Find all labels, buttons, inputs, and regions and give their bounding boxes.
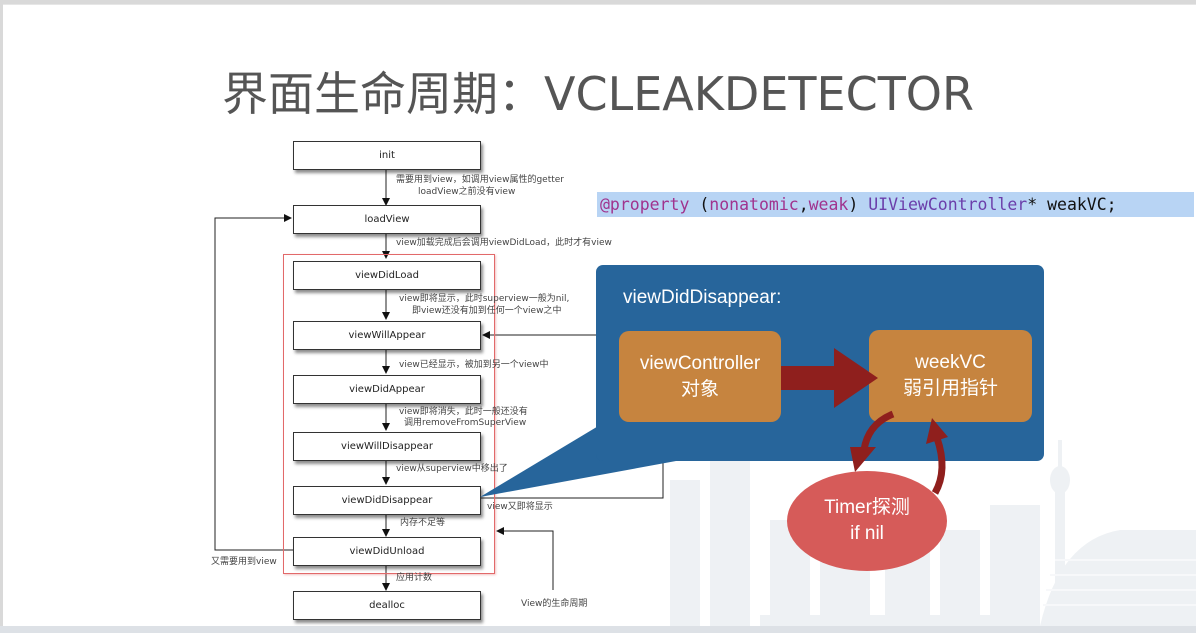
note-init-to-loadview-1: 需要用到view，如调用view属性的getter xyxy=(396,175,564,185)
strong-reference-arrow xyxy=(781,348,878,408)
note-need-view-again: 又需要用到view xyxy=(211,557,277,567)
flow-box-viewdiddisappear: viewDidDisappear xyxy=(293,486,481,515)
loop-need-view-again xyxy=(214,214,293,551)
slide-bottom-bar xyxy=(0,626,1196,633)
note-viewwillappear-to-viewdidappear: view已经显示，被加到另一个view中 xyxy=(399,360,549,370)
weekvc-box-line2: 弱引用指针 xyxy=(902,378,998,399)
timer-return-arrowhead xyxy=(926,418,948,444)
flow-box-viewwillappear: viewWillAppear xyxy=(293,321,481,350)
code-token: * weakVC; xyxy=(1027,195,1117,214)
note-viewdidappear-to-viewwilldisappear-2: 调用removeFromSuperView xyxy=(404,418,527,428)
note-viewdidload-to-viewwillappear-2: 即view还没有加到任何一个view之中 xyxy=(412,306,562,316)
timer-check-arrowhead xyxy=(850,447,876,472)
note-init-to-loadview-2: loadView之前没有view xyxy=(418,187,516,197)
timer-probe-ellipse: Timer探测 if nil xyxy=(787,471,947,571)
code-token: nonatomic xyxy=(709,195,799,214)
view-lifecycle-frame xyxy=(283,254,495,574)
flow-box-viewdidload: viewDidLoad xyxy=(293,261,481,290)
flow-box-viewdidunload: viewDidUnload xyxy=(293,537,481,566)
code-token: @property xyxy=(600,195,690,214)
timer-line1: Timer探测 xyxy=(824,497,910,518)
code-token: weak xyxy=(808,195,849,214)
code-token: ) xyxy=(848,195,869,214)
flow-box-viewdidappear: viewDidAppear xyxy=(293,375,481,404)
viewcontroller-box-line2: 对象 xyxy=(680,378,719,400)
flow-box-loadview: loadView xyxy=(293,205,481,234)
callout-title: viewDidDisappear: xyxy=(623,287,782,308)
note-view-reappear: view又即将显示 xyxy=(487,502,553,512)
weekvc-box-line1: weekVC xyxy=(915,352,986,373)
note-memory-low: 内存不足等 xyxy=(400,518,446,528)
weekvc-pointer-box: weekVC 弱引用指针 xyxy=(869,330,1032,422)
note-loadview-to-viewdidload: view加载完成后会调用viewDidLoad，此时才有view xyxy=(396,238,612,248)
viewcontroller-box-line1: viewController xyxy=(639,352,761,374)
timer-line2: if nil xyxy=(850,523,884,544)
flow-box-init: init xyxy=(293,141,481,170)
note-ref-count: 应用计数 xyxy=(396,573,433,583)
code-token: UIViewController xyxy=(868,195,1028,214)
slide-title: 界面生命周期：VCLEAKDETECTOR xyxy=(222,67,974,121)
timer-return-arrow xyxy=(931,436,946,495)
view-lifecycle-pointer xyxy=(496,527,554,590)
flow-box-dealloc: dealloc xyxy=(293,591,481,620)
code-token: ( xyxy=(689,195,710,214)
code-property-declaration: @property (nonatomic,weak) UIViewControl… xyxy=(597,192,1194,217)
note-viewdidappear-to-viewwilldisappear-1: view即将消失，此时一般还没有 xyxy=(399,407,528,417)
timer-check-arrow xyxy=(860,410,895,451)
flow-box-viewwilldisappear: viewWillDisappear xyxy=(293,432,481,461)
viewcontroller-object-box: viewController 对象 xyxy=(619,331,781,422)
note-viewwilldisappear-to-viewdiddisappear: view从superview中移出了 xyxy=(396,464,508,474)
note-viewdidload-to-viewwillappear-1: view即将显示，此时superview一般为nil, xyxy=(399,294,570,304)
code-token: , xyxy=(798,195,809,214)
note-view-lifecycle: View的生命周期 xyxy=(521,599,588,609)
